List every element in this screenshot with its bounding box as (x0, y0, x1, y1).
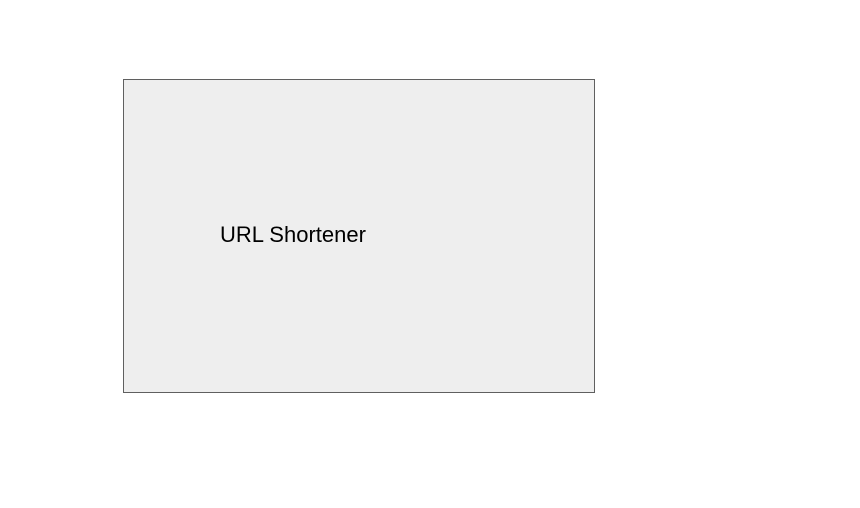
url-shortener-node: URL Shortener (123, 79, 595, 393)
node-label: URL Shortener (220, 222, 366, 247)
